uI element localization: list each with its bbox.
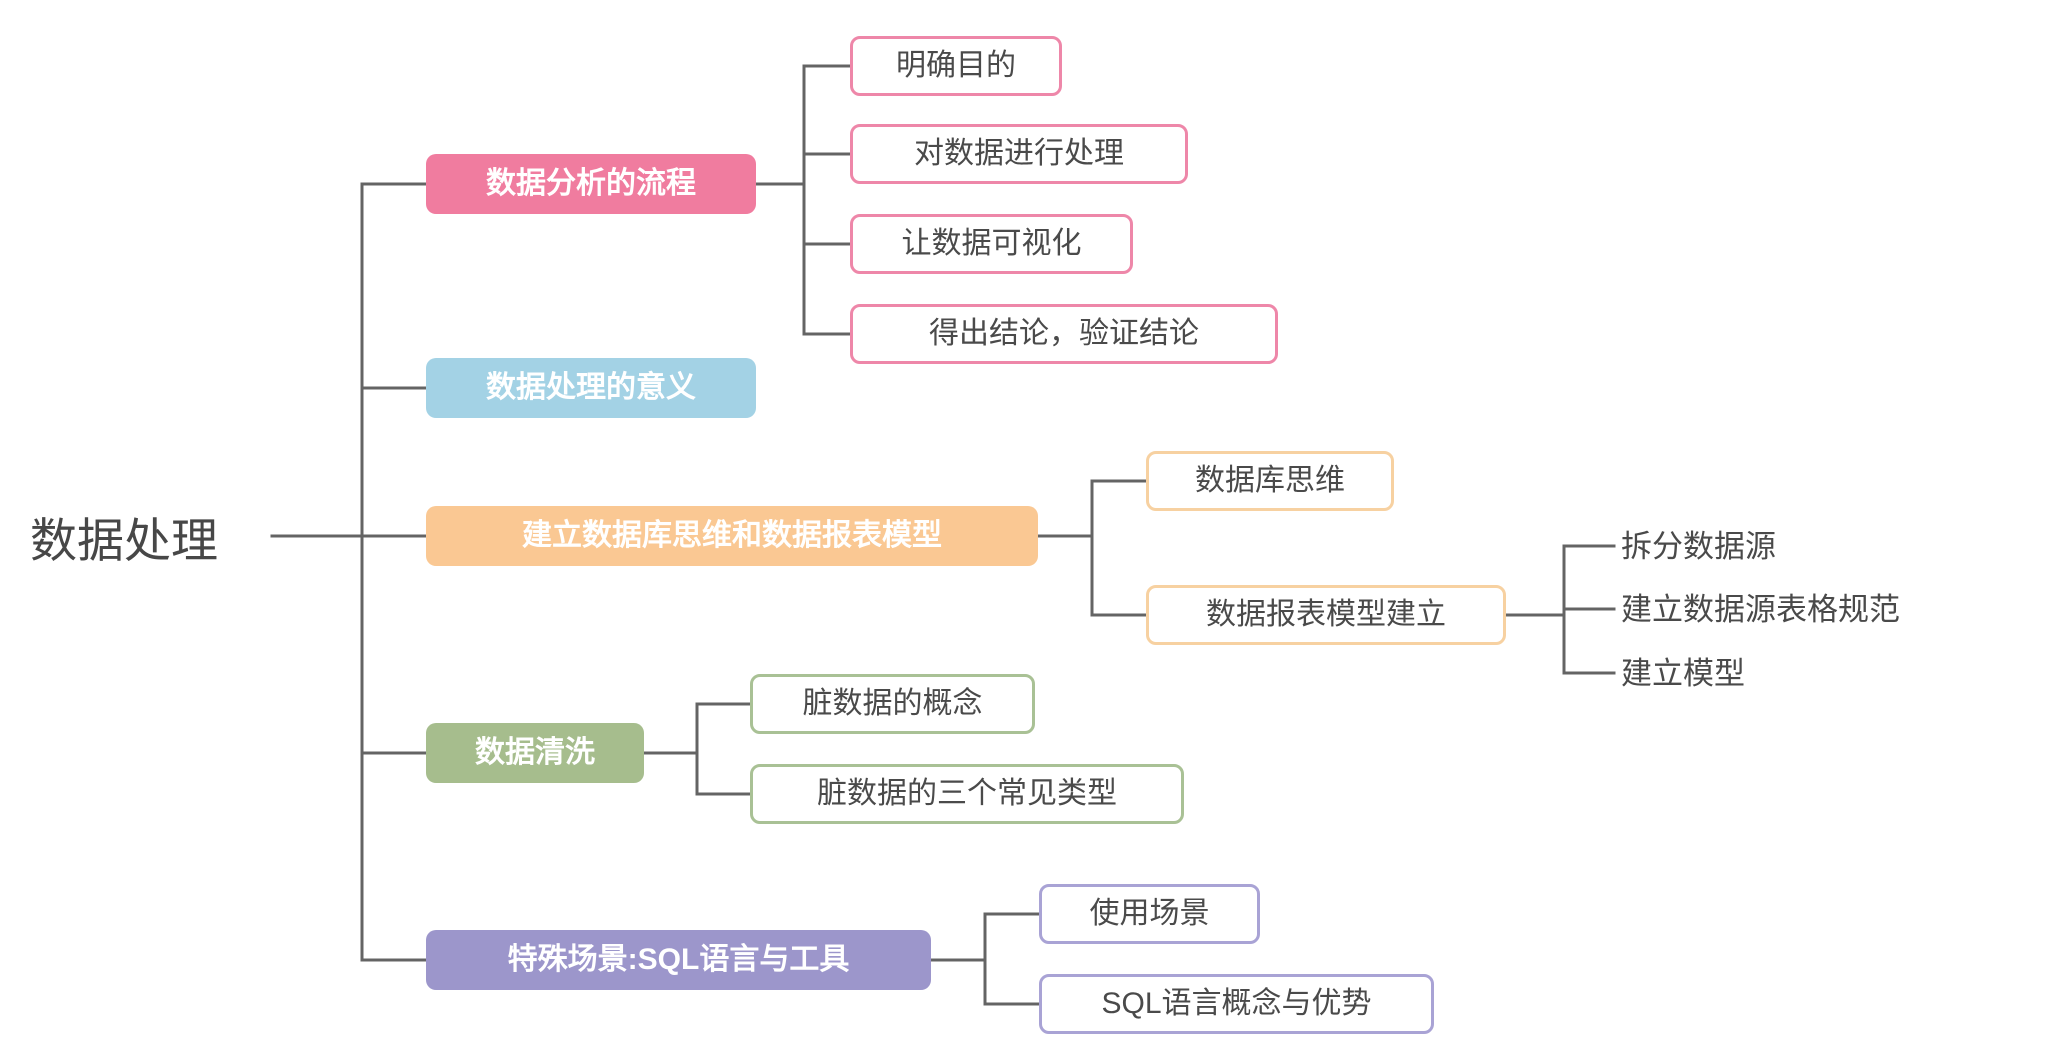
leaf-node-build-model[interactable]: 建立模型 <box>1621 655 1745 691</box>
child-node-process-data[interactable]: 对数据进行处理 <box>850 124 1188 184</box>
child-node-conclusion[interactable]: 得出结论，验证结论 <box>850 304 1278 364</box>
root-node[interactable]: 数据处理 <box>30 513 218 567</box>
child-node-use-cases[interactable]: 使用场景 <box>1039 884 1260 944</box>
child-node-clarify-purpose[interactable]: 明确目的 <box>850 36 1062 96</box>
leaf-node-split-source[interactable]: 拆分数据源 <box>1621 528 1776 564</box>
branch-node-database-thinking[interactable]: 建立数据库思维和数据报表模型 <box>426 506 1038 566</box>
child-node-dirty-data-types[interactable]: 脏数据的三个常见类型 <box>750 764 1184 824</box>
child-node-dirty-data-concept[interactable]: 脏数据的概念 <box>750 674 1035 734</box>
branch-node-sql-tools[interactable]: 特殊场景:SQL语言与工具 <box>426 930 931 990</box>
child-node-visualize-data[interactable]: 让数据可视化 <box>850 214 1133 274</box>
branch-node-processing-meaning[interactable]: 数据处理的意义 <box>426 358 756 418</box>
child-node-db-thinking[interactable]: 数据库思维 <box>1146 451 1394 511</box>
leaf-node-source-table-spec[interactable]: 建立数据源表格规范 <box>1621 591 1900 627</box>
child-node-sql-concept[interactable]: SQL语言概念与优势 <box>1039 974 1434 1034</box>
branch-node-data-cleaning[interactable]: 数据清洗 <box>426 723 644 783</box>
child-node-report-model[interactable]: 数据报表模型建立 <box>1146 585 1506 645</box>
branch-node-analysis-process[interactable]: 数据分析的流程 <box>426 154 756 214</box>
